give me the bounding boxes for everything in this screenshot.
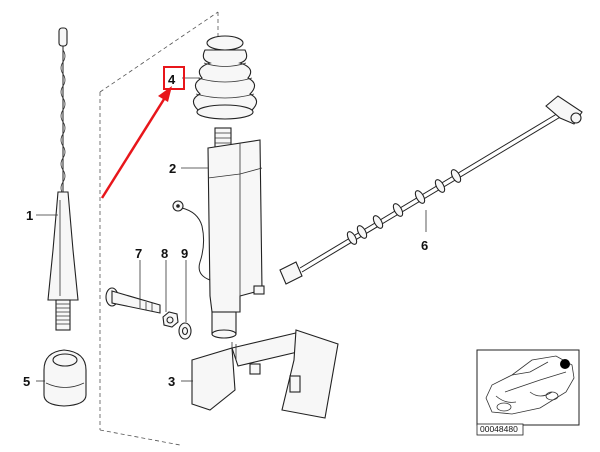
- antenna-position-dot: [560, 359, 570, 369]
- callout-7: 7: [135, 246, 142, 261]
- callout-4: 4: [168, 72, 176, 87]
- callout-9: 9: [181, 246, 188, 261]
- bracket[interactable]: [191, 329, 339, 419]
- callout-4-highlight: [100, 66, 185, 199]
- nut[interactable]: [162, 311, 179, 328]
- callout-3: 3: [168, 374, 175, 389]
- callout-5: 5: [23, 374, 30, 389]
- antenna-cable[interactable]: [279, 95, 583, 285]
- ground-strap-wire[interactable]: [172, 200, 211, 281]
- callout-8: 8: [161, 246, 168, 261]
- vehicle-location-inset: 00048480: [476, 349, 580, 436]
- callout-1: 1: [26, 208, 33, 223]
- washer[interactable]: [178, 322, 192, 340]
- callout-6: 6: [421, 238, 428, 253]
- base-grommet[interactable]: [43, 349, 87, 407]
- antenna-rod[interactable]: [47, 27, 79, 331]
- bolt[interactable]: [105, 287, 161, 314]
- inset-part-number: 00048480: [480, 424, 518, 434]
- leader-lines: [36, 77, 427, 382]
- antenna-housing[interactable]: [207, 127, 265, 339]
- car-outline-icon: [485, 355, 575, 415]
- callout-2: 2: [169, 161, 176, 176]
- rubber-boot[interactable]: [192, 35, 258, 120]
